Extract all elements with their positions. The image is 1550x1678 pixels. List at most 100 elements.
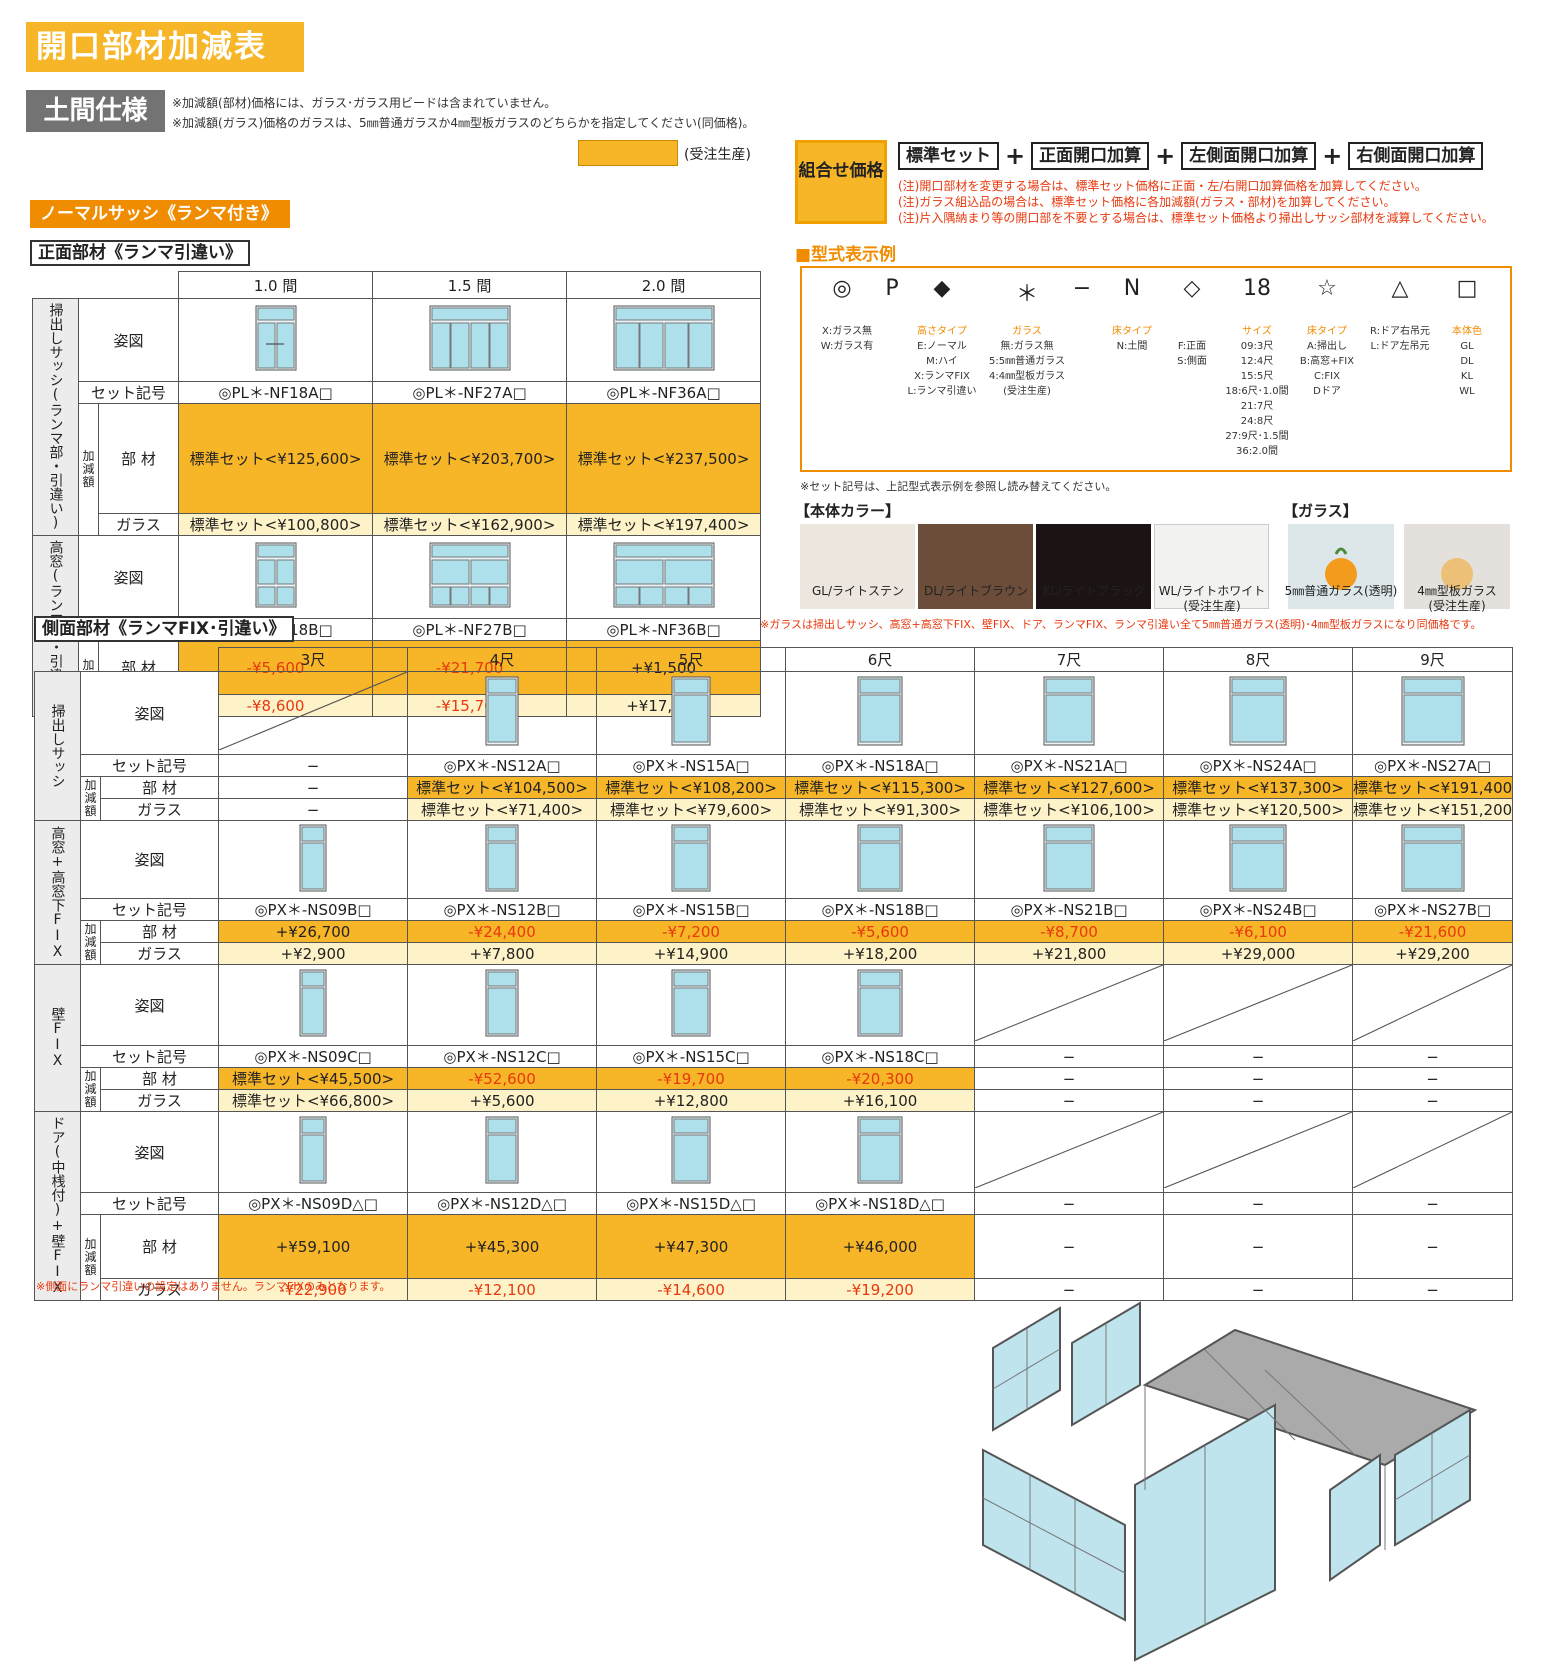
set-code: ◎PX＊-NS18A□: [785, 754, 976, 777]
fig-label: 姿図: [79, 820, 220, 899]
price: −: [974, 1278, 1165, 1301]
kagen-label: 加減額: [78, 403, 99, 536]
price: +¥7,800: [407, 942, 598, 965]
price: -¥7,200: [596, 920, 787, 943]
spec-badge: 土間仕様: [26, 90, 165, 132]
window-figure-icon: [785, 820, 976, 899]
note-2: ※加減額(ガラス)価格のガラスは、5㎜普通ガラスか4㎜型板ガラスのどちらかを指定…: [172, 116, 755, 130]
order-legend-label: (受注生産): [684, 147, 751, 163]
group-label: 壁FIX: [34, 964, 81, 1112]
set-code: −: [1163, 1045, 1354, 1068]
set-code: ◎PX＊-NS12A□: [407, 754, 598, 777]
combo-item: 左側面開口加算: [1181, 142, 1317, 170]
set-code: ◎PX＊-NS18C□: [785, 1045, 976, 1068]
price: 標準セット<¥151,200>: [1352, 798, 1514, 821]
glass-label: ガラス: [99, 1278, 220, 1301]
price: -¥20,300: [785, 1067, 976, 1090]
set-code: ◎PX＊-NS27B□: [1352, 898, 1514, 921]
plus-sign: +: [1155, 142, 1176, 170]
col-header: 5尺: [596, 647, 787, 672]
front-section-title: 正面部材《ランマ引違い》: [30, 240, 250, 266]
glass-label: ガラス: [99, 1089, 220, 1112]
empty-cell: [1163, 1111, 1354, 1193]
window-figure-icon: [218, 964, 409, 1046]
buzai-label: 部 材: [99, 1067, 220, 1090]
set-code: ◎PL＊-NF36B□: [566, 618, 762, 641]
kagen-label: 加減額: [80, 1067, 101, 1112]
price: 標準セット<¥120,500>: [1163, 798, 1354, 821]
set-code: −: [974, 1045, 1165, 1068]
price: 標準セット<¥79,600>: [596, 798, 787, 821]
color-swatch-wl: [1154, 524, 1269, 609]
note-1: ※加減額(部材)価格には、ガラス･ガラス用ビードは含まれていません。: [172, 96, 557, 110]
price: +¥21,800: [974, 942, 1165, 965]
group-label: ドア(中桟付)+壁FIX: [34, 1111, 81, 1301]
price: +¥5,600: [407, 1089, 598, 1112]
glass-label: 5㎜普通ガラス(透明): [1284, 584, 1398, 598]
window-figure-icon: [178, 535, 374, 619]
price: −: [1352, 1067, 1514, 1090]
set-code: ◎PX＊-NS09D△□: [218, 1192, 409, 1215]
color-swatch-gl: [800, 524, 915, 609]
price: 標準セット<¥137,300>: [1163, 776, 1354, 799]
price: +¥16,100: [785, 1089, 976, 1112]
price: -¥8,700: [974, 920, 1165, 943]
window-figure-icon: [974, 820, 1165, 899]
price: −: [218, 776, 409, 799]
col-header: 2.0 間: [566, 271, 762, 299]
price: 標準セット<¥127,600>: [974, 776, 1165, 799]
code-label: セット記号: [79, 754, 220, 777]
fig-label: 姿図: [79, 1111, 220, 1193]
plus-sign: +: [1322, 142, 1343, 170]
price: +¥47,300: [596, 1214, 787, 1279]
price: +¥29,000: [1163, 942, 1354, 965]
window-figure-icon: [596, 1111, 787, 1193]
window-figure-icon: [1352, 820, 1514, 899]
set-code: ◎PX＊-NS15B□: [596, 898, 787, 921]
set-code: ◎PX＊-NS15A□: [596, 754, 787, 777]
window-figure-icon: [596, 671, 787, 755]
set-code: ◎PX＊-NS12C□: [407, 1045, 598, 1068]
price: 標準セット<¥106,100>: [974, 798, 1165, 821]
combo-formula: 標準セット+ 正面開口加算+ 左側面開口加算+ 右側面開口加算: [898, 142, 1484, 170]
price: 標準セット<¥100,800>: [178, 513, 374, 536]
price: -¥5,600: [785, 920, 976, 943]
empty-cell: [218, 671, 409, 755]
color-label: GL/ライトステン: [811, 584, 905, 598]
price: −: [974, 1067, 1165, 1090]
window-figure-icon: [218, 820, 409, 899]
price: −: [1163, 1089, 1354, 1112]
fig-label: 姿図: [77, 298, 180, 382]
set-code: ◎PX＊-NS18B□: [785, 898, 976, 921]
side-section-title: 側面部材《ランマFIX･引違い》: [34, 616, 294, 642]
price: +¥59,100: [218, 1214, 409, 1279]
model-symbol: ＊: [1015, 282, 1038, 307]
clear-glass-image: [1288, 524, 1394, 609]
window-figure-icon: [372, 535, 568, 619]
price: +¥29,200: [1352, 942, 1514, 965]
set-code: −: [218, 754, 409, 777]
price: +¥14,900: [596, 942, 787, 965]
price: 標準セット<¥125,600>: [178, 403, 374, 514]
set-code: −: [1352, 1045, 1514, 1068]
fig-label: 姿図: [79, 671, 220, 755]
price: -¥21,600: [1352, 920, 1514, 943]
price: −: [1352, 1214, 1514, 1279]
window-figure-icon: [407, 671, 598, 755]
colors-title: 【本体カラー】: [795, 502, 901, 520]
glass-label: ガラス: [99, 942, 220, 965]
subsection-title: ノーマルサッシ《ランマ付き》: [30, 200, 290, 228]
set-code: −: [974, 1192, 1165, 1215]
price: −: [1163, 1214, 1354, 1279]
price: −: [974, 1089, 1165, 1112]
glass-label: ガラス: [97, 513, 180, 536]
set-code: ◎PX＊-NS24A□: [1163, 754, 1354, 777]
price: -¥24,400: [407, 920, 598, 943]
price: +¥45,300: [407, 1214, 598, 1279]
